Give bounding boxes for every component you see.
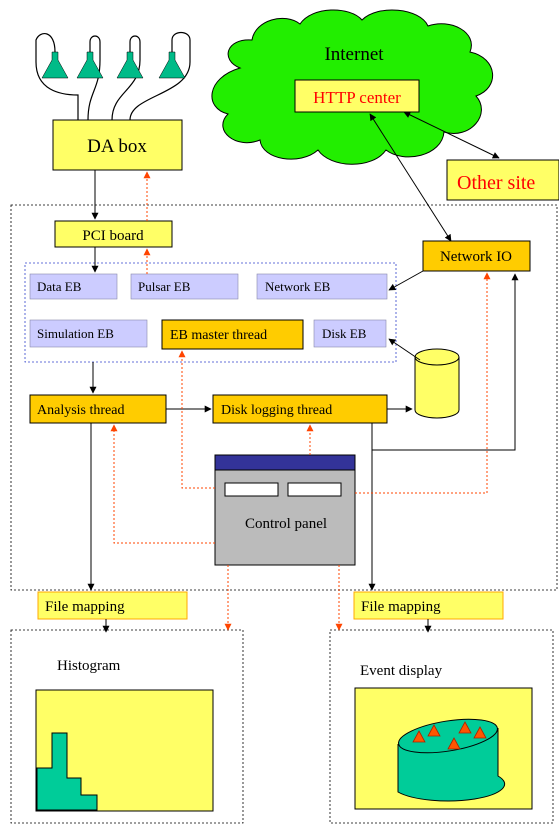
analysis-thread-box: Analysis thread	[29, 394, 167, 424]
sensor-icon	[76, 51, 104, 79]
eb-master-thread-label: EB master thread	[170, 328, 267, 343]
da-box-label: DA box	[87, 136, 147, 157]
eb-disk-label: Disk EB	[322, 326, 367, 341]
network-io-box: Network IO	[422, 240, 531, 272]
arrow-logging-to-network	[372, 273, 519, 451]
other-site-label: Other site	[457, 172, 535, 194]
da-box: DA box	[52, 119, 183, 171]
hit-markers	[412, 721, 487, 750]
analysis-thread-label: Analysis thread	[37, 403, 124, 418]
file-mapping-right-label: File mapping	[361, 599, 441, 615]
file-mapping-left-label: File mapping	[45, 599, 125, 615]
histogram-panel: Histogram	[10, 629, 244, 824]
eb-network-label: Network EB	[265, 279, 331, 294]
dotted-arrow-panel-to-master	[178, 350, 215, 489]
control-panel-titlebar	[214, 454, 356, 471]
data-flow-arrows	[87, 111, 519, 633]
disk-storage-icon	[414, 348, 460, 419]
histogram-bars	[36, 732, 98, 811]
eb-pulsar-label: Pulsar EB	[138, 279, 191, 294]
eb-disk-box: Disk EB	[313, 319, 387, 348]
dotted-arrow-panel-to-network	[355, 272, 491, 494]
daq-system-boundary	[10, 204, 558, 591]
event-display-panel: Event display	[329, 629, 554, 824]
sensor-icon	[41, 51, 69, 79]
arrow-disk-to-disk-eb	[388, 338, 421, 361]
dotted-arrow-panel-to-analysis	[110, 424, 215, 544]
eb-data-box: Data EB	[29, 273, 118, 300]
hit-marker-icon	[412, 730, 426, 743]
http-center-box	[294, 79, 420, 113]
sensor-icon	[158, 51, 186, 79]
other-site-box: Other site	[446, 159, 559, 201]
file-mapping-right-box: File mapping	[353, 591, 504, 620]
pci-board-label: PCI board	[82, 228, 144, 244]
pci-board-box: PCI board	[54, 220, 173, 248]
control-panel-field	[287, 482, 342, 497]
disk-logging-thread-label: Disk logging thread	[221, 403, 332, 418]
eb-pulsar-box: Pulsar EB	[130, 273, 239, 300]
hit-marker-icon	[473, 726, 487, 739]
eb-data-label: Data EB	[37, 279, 82, 294]
arrow-network-to-http	[369, 113, 452, 242]
disk-logging-thread-box: Disk logging thread	[212, 394, 388, 424]
sensor-icon	[116, 51, 144, 79]
internet-cloud: Internet HTTP center	[211, 9, 493, 165]
sensor-icons	[41, 51, 186, 79]
file-mapping-left-box: File mapping	[37, 591, 188, 620]
hit-marker-icon	[427, 724, 441, 737]
detector-cylinder-icon	[397, 718, 506, 802]
control-flow-arrows	[110, 171, 491, 631]
histogram-label: Histogram	[57, 658, 121, 674]
control-panel-window: Control panel	[214, 454, 356, 566]
http-center-label: HTTP center	[313, 88, 401, 107]
event-builder-group	[24, 262, 397, 363]
eb-network-box: Network EB	[256, 273, 388, 300]
hit-marker-icon	[447, 737, 461, 750]
arrow-network-to-eb	[388, 270, 424, 291]
eb-master-thread-box: EB master thread	[161, 319, 304, 350]
internet-label: Internet	[324, 44, 384, 65]
control-panel-label: Control panel	[245, 516, 327, 532]
hit-marker-icon	[458, 721, 472, 734]
network-io-label: Network IO	[440, 249, 512, 265]
eb-simulation-box: Simulation EB	[29, 319, 148, 348]
event-display-label: Event display	[360, 663, 443, 679]
eb-simulation-label: Simulation EB	[37, 326, 114, 341]
arrow-http-to-other-site	[403, 111, 500, 159]
control-panel-field	[224, 482, 279, 497]
detector-sensors	[35, 31, 191, 121]
